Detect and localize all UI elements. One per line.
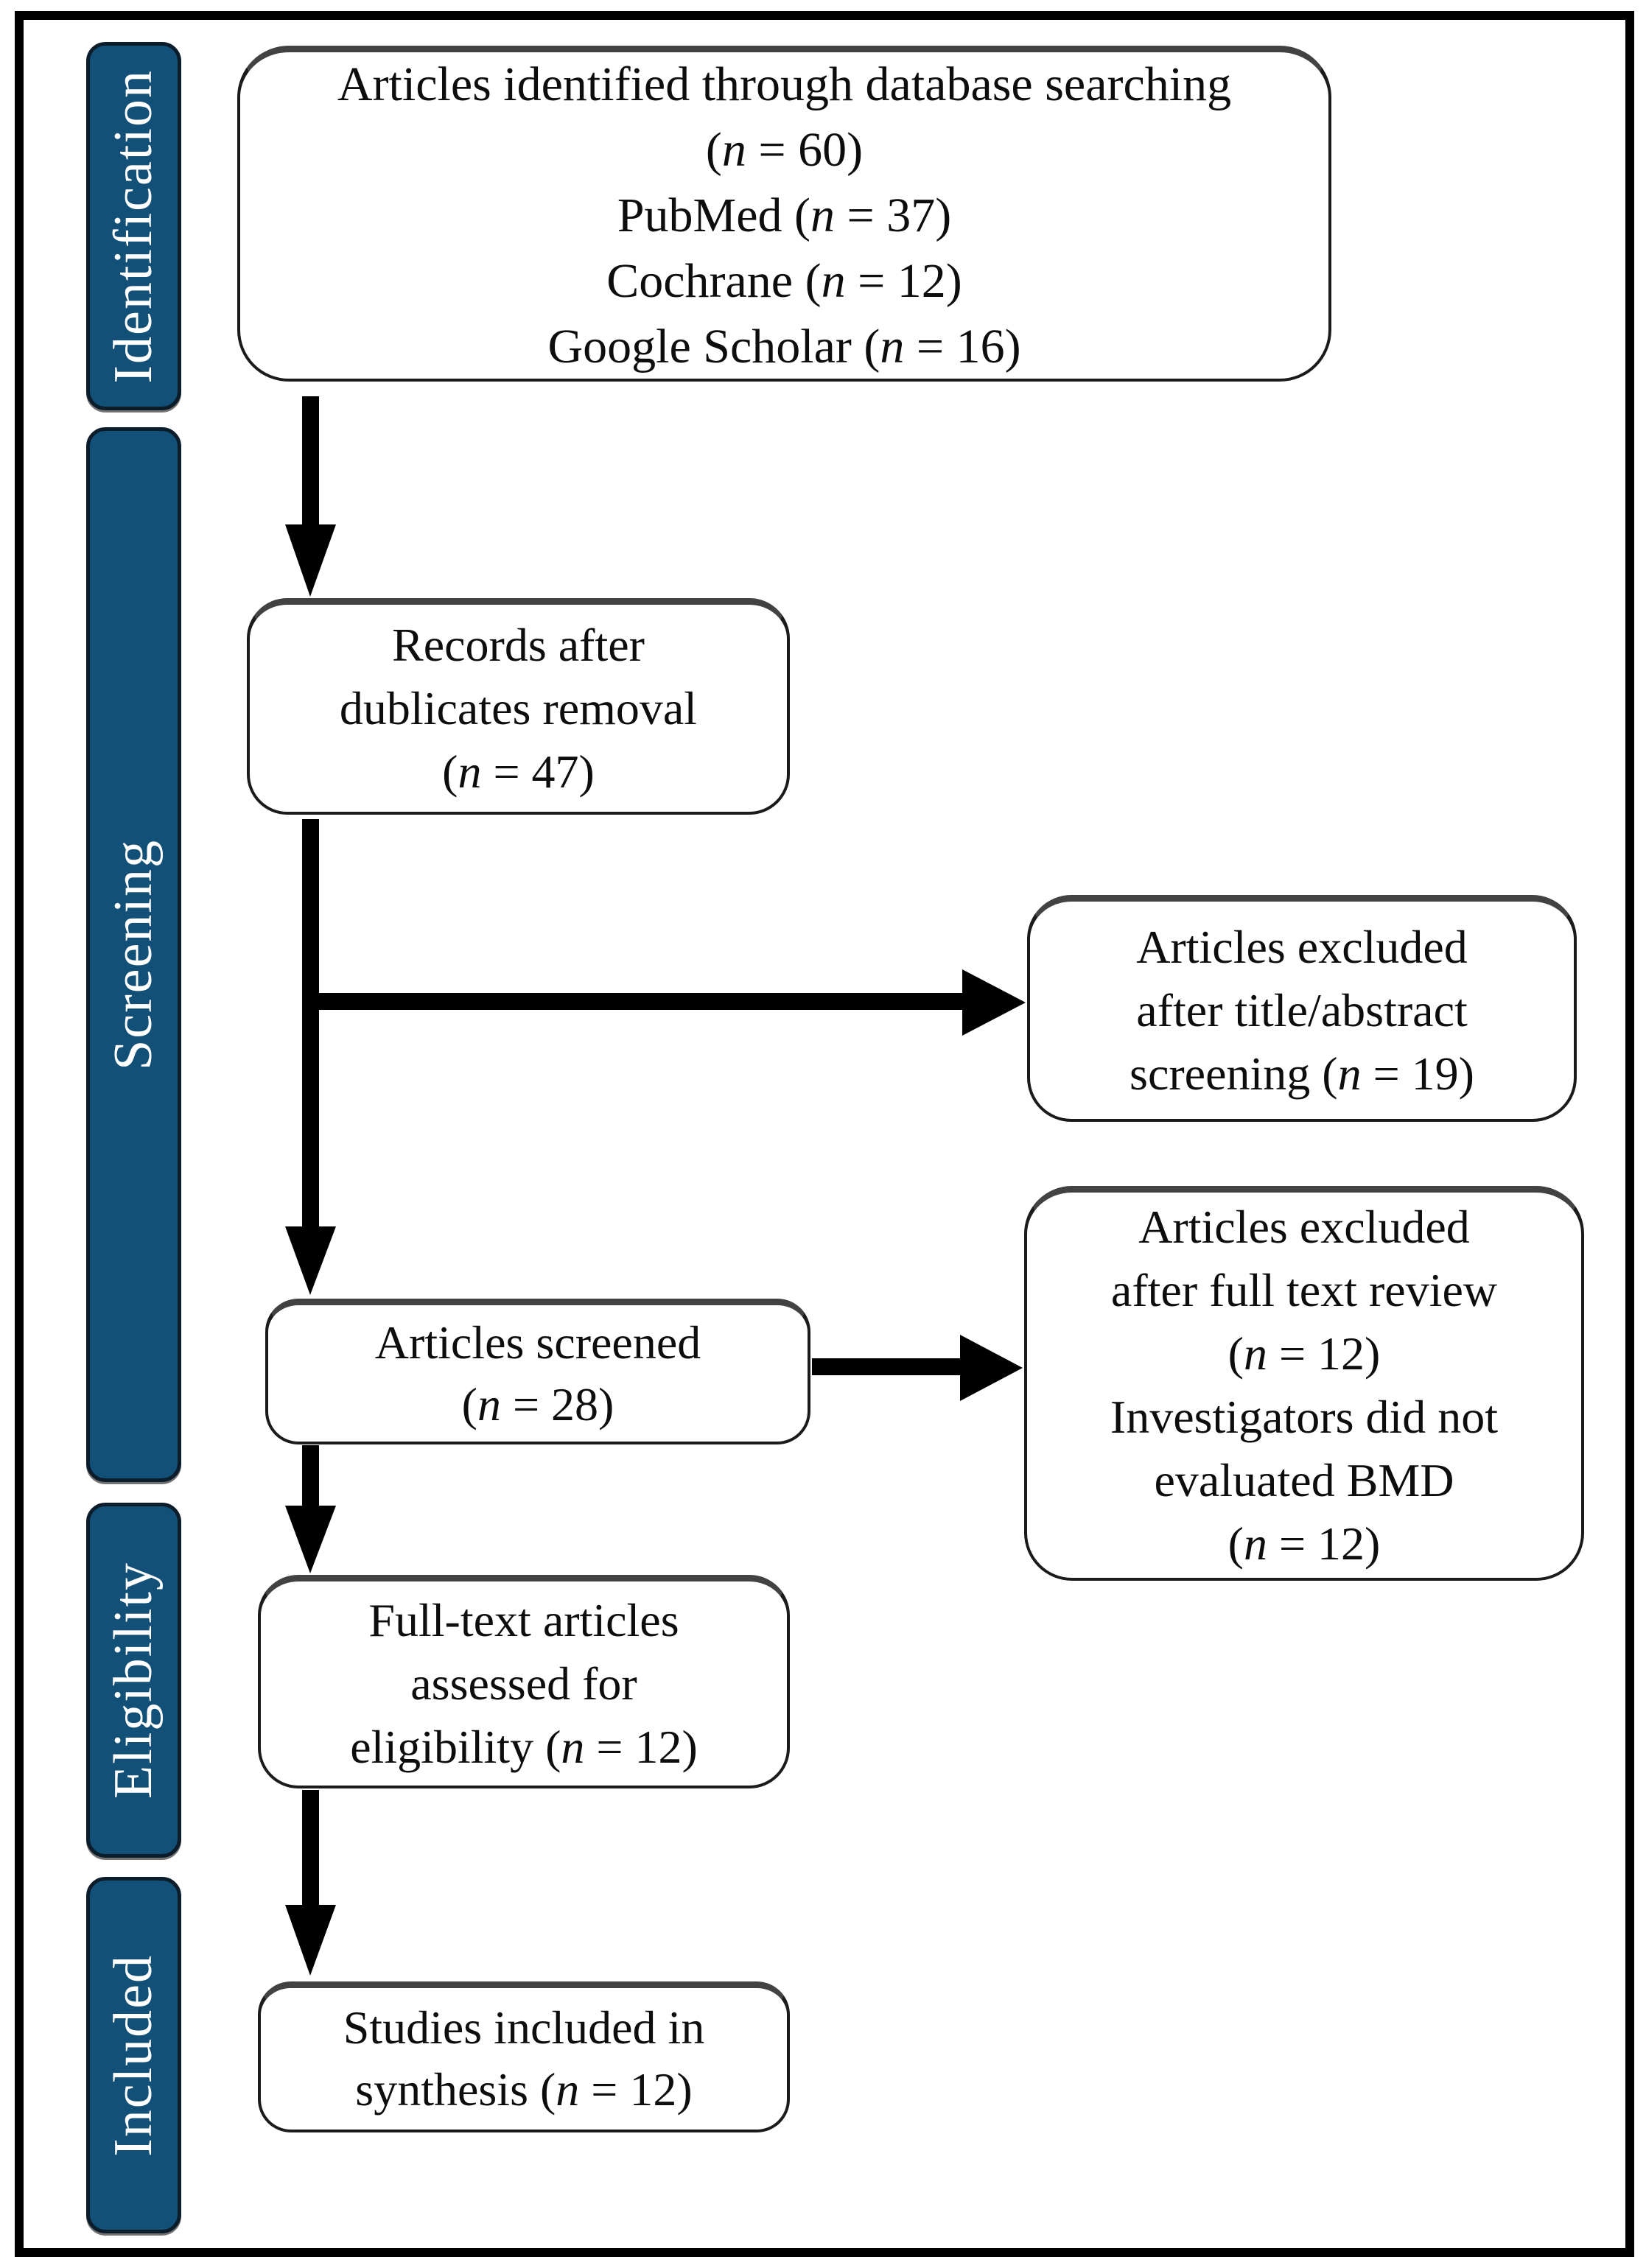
box-text-line: (n = 60) <box>705 123 864 177</box>
stage-label-included: Included <box>86 1877 181 2233</box>
box-text-line: dublicates removal <box>339 681 698 734</box>
box-text-line: synthesis (n = 12) <box>355 2063 693 2116</box>
box-text-line: eligibility (n = 12) <box>350 1720 698 1773</box>
box-text-line: evaluated BMD <box>1154 1453 1454 1506</box>
box-text-line: after title/abstract <box>1136 983 1468 1036</box>
box-text-line: Google Scholar (n = 16) <box>547 320 1021 373</box>
outer-frame <box>15 11 1634 2257</box>
flow-box-excluded-title-abstract: Articles excluded after title/abstract scr… <box>1027 895 1577 1122</box>
box-text-line: Studies included in <box>343 2001 705 2054</box>
box-text-line: Investigators did not <box>1110 1390 1499 1443</box>
box-text-line: (n = 12) <box>1228 1327 1381 1380</box>
box-text-line: Articles screened <box>374 1316 701 1369</box>
box-text-line: (n = 47) <box>442 745 595 798</box>
stage-label-text: Identification <box>103 69 164 384</box>
box-text-line: Cochrane (n = 12) <box>606 254 962 308</box>
box-text-line: (n = 12) <box>1228 1517 1381 1570</box>
flow-box-studies-included: Studies included in synthesis (n = 12) <box>258 1981 790 2132</box>
stage-label-eligibility: Eligibility <box>86 1503 181 1858</box>
flow-box-records-after-duplicates: Records after dublicates removal (n = 47) <box>247 598 790 815</box>
stage-label-identification: Identification <box>86 42 181 410</box>
box-text-line: Articles excluded <box>1138 1200 1470 1253</box>
box-text-line: assessed for <box>410 1657 637 1710</box>
box-text-line: after full text review <box>1110 1263 1498 1316</box>
stage-label-text: Eligibility <box>103 1561 164 1800</box>
stage-label-screening: Screening <box>86 427 181 1482</box>
stage-label-text: Included <box>103 1953 164 2157</box>
flow-box-articles-screened: Articles screened (n = 28) <box>265 1299 810 1444</box>
flow-box-full-text-assessed: Full-text articles assessed for eligibilit… <box>258 1575 790 1788</box>
box-text-line: Full-text articles <box>368 1593 679 1646</box>
box-text-line: screening (n = 19) <box>1130 1047 1474 1100</box>
flow-box-excluded-full-text: Articles excluded after full text review (… <box>1024 1186 1584 1581</box>
box-text-line: Articles identified through database sea… <box>337 57 1232 111</box>
box-text-line: Records after <box>392 618 645 671</box>
box-text-line: (n = 28) <box>461 1377 614 1430</box>
box-text-line: PubMed (n = 37) <box>617 189 952 242</box>
stage-label-text: Screening <box>103 839 164 1070</box>
box-text-line: Articles excluded <box>1136 920 1468 973</box>
flow-box-identified: Articles identified through database sea… <box>237 46 1331 382</box>
